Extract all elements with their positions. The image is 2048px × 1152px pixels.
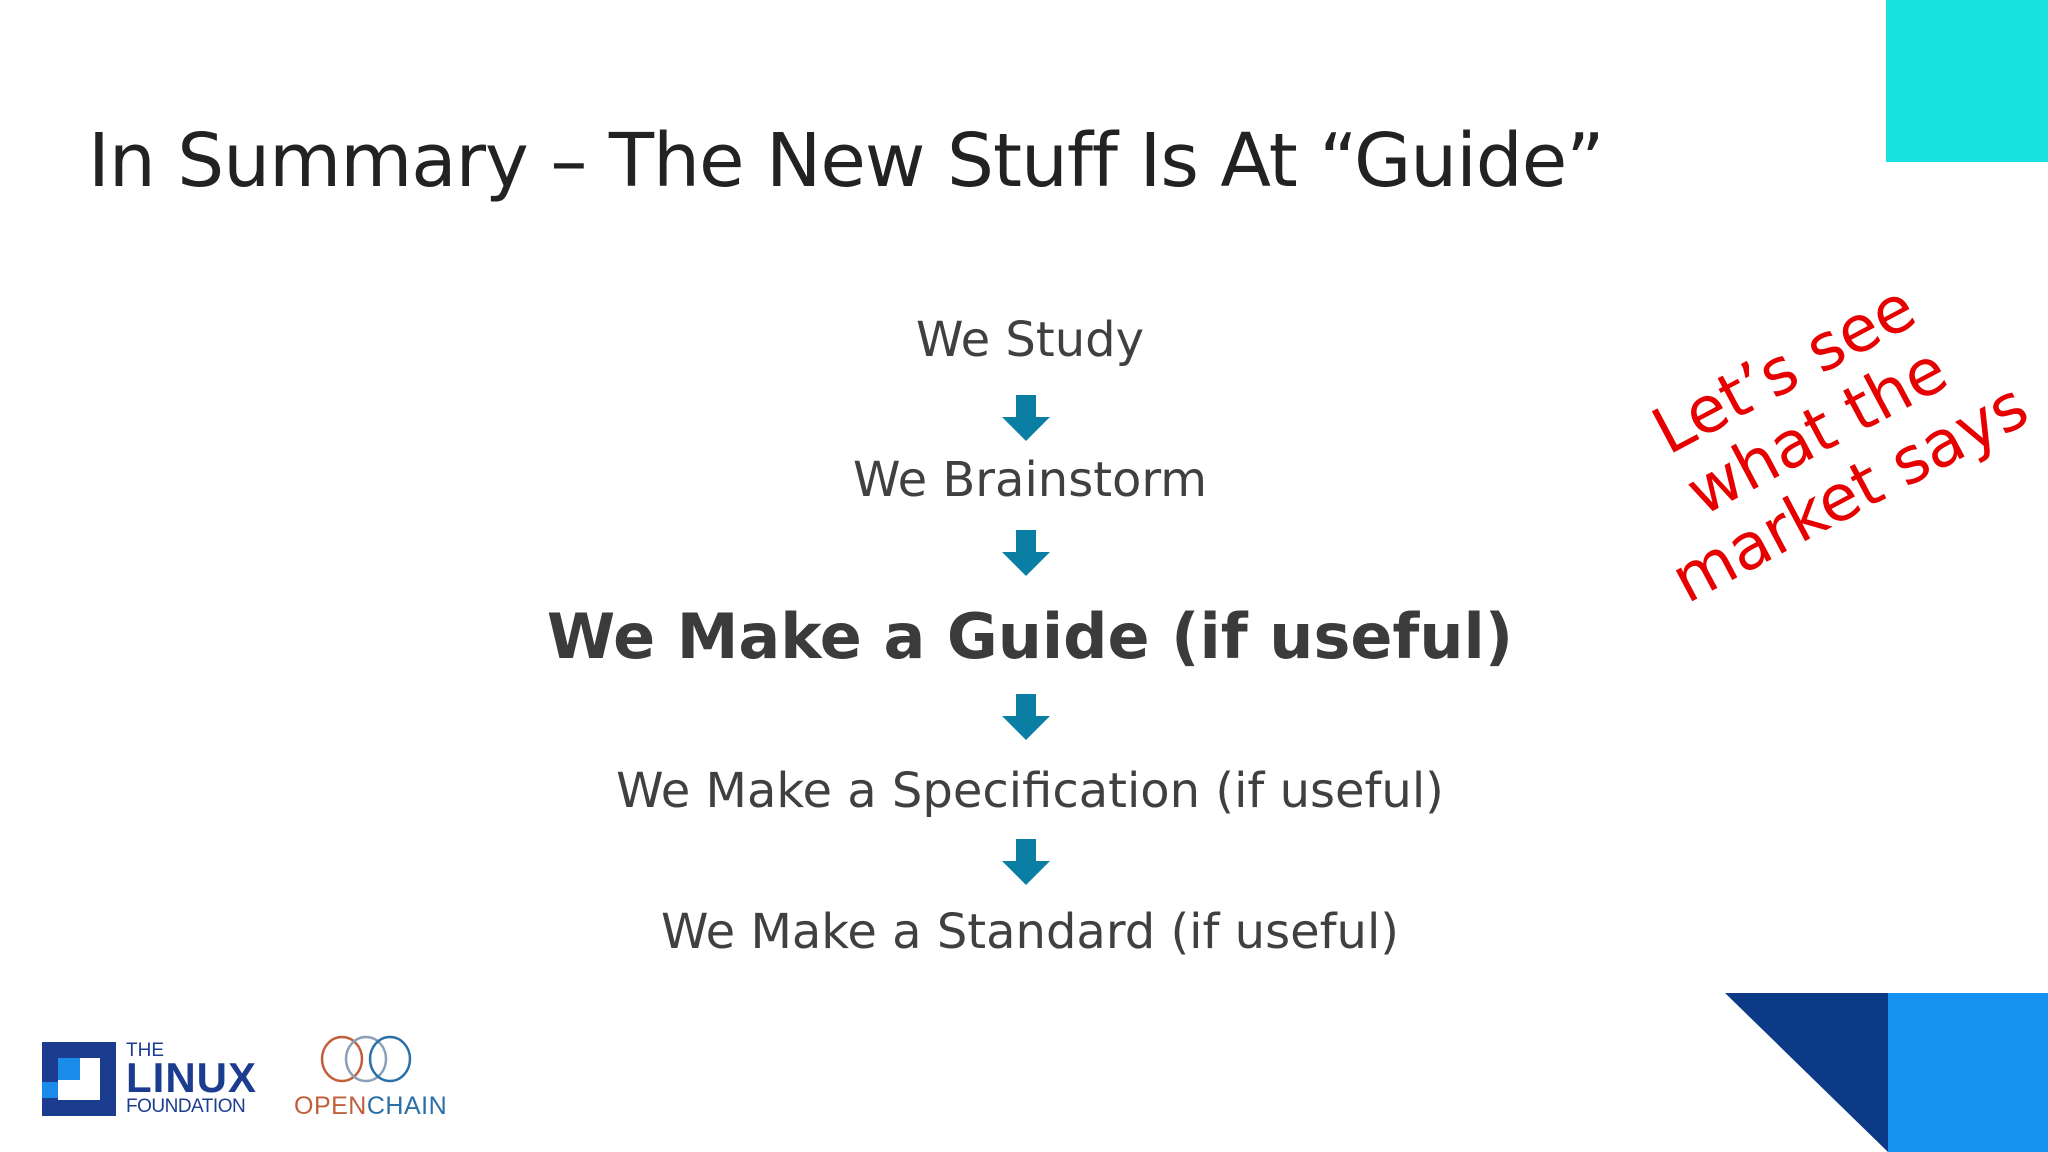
- down-arrow-icon: [1002, 839, 1050, 885]
- lf-line-linux: LINUX: [126, 1054, 257, 1101]
- down-arrow-icon: [1002, 694, 1050, 740]
- lf-line-the: THE: [126, 1040, 164, 1061]
- openchain-chain-text: CHAIN: [366, 1092, 448, 1120]
- corner-accent-cyan: [1886, 0, 2048, 162]
- step-brainstorm: We Brainstorm: [852, 452, 1208, 508]
- linux-foundation-logo: THE LINUX FOUNDATION: [42, 1040, 267, 1118]
- corner-accent-blue: [1888, 993, 2048, 1152]
- openchain-rings-icon: [320, 1035, 412, 1083]
- openchain-logo: OPENCHAIN: [292, 1034, 452, 1124]
- step-study: We Study: [915, 312, 1145, 368]
- openchain-open-text: OPEN: [294, 1092, 367, 1120]
- lf-line-foundation: FOUNDATION: [126, 1096, 246, 1117]
- step-guide: We Make a Guide (if useful): [546, 600, 1514, 673]
- down-arrow-icon: [1002, 395, 1050, 441]
- step-specification: We Make a Specification (if useful): [616, 763, 1444, 819]
- slide-title: In Summary – The New Stuff Is At “Guide”: [88, 118, 1605, 204]
- openchain-wordmark: OPENCHAIN: [294, 1092, 447, 1121]
- corner-accent-navy-triangle: [1725, 993, 1888, 1152]
- step-standard: We Make a Standard (if useful): [661, 904, 1399, 960]
- down-arrow-icon: [1002, 530, 1050, 576]
- linux-foundation-mark-icon: [42, 1042, 116, 1116]
- market-annotation: Let’s see what the market says: [1578, 238, 2048, 625]
